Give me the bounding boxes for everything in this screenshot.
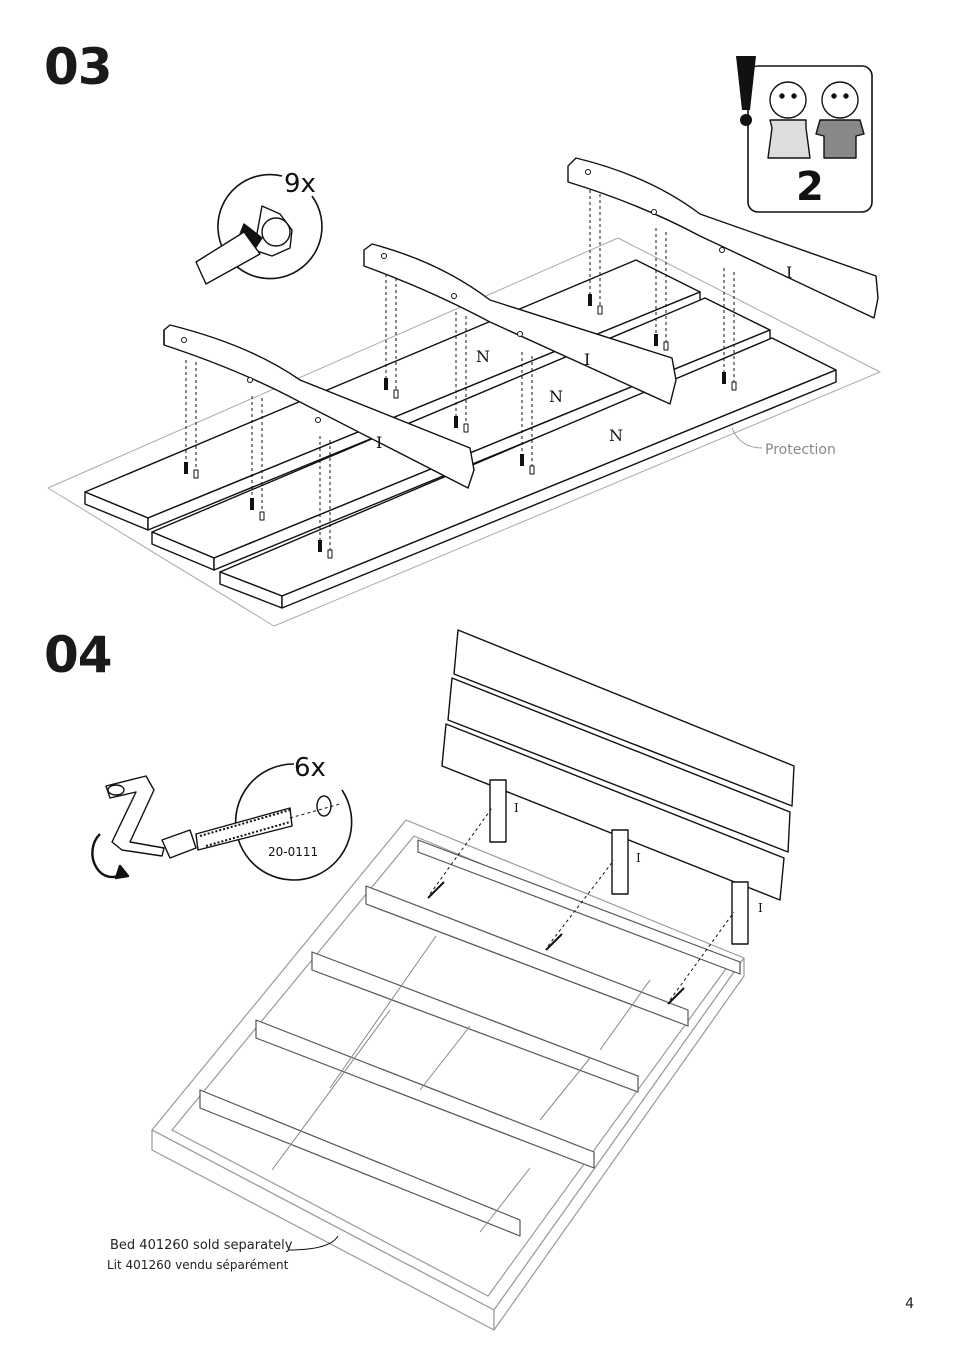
part-i-label-3: I [786, 263, 792, 282]
protection-leader [731, 427, 763, 449]
people-required-number: 2 [796, 164, 824, 210]
bed-frame [151, 819, 745, 1331]
two-people-icon [747, 65, 873, 213]
headboard-panels [441, 629, 795, 901]
bed-slats [84, 259, 837, 609]
rotate-arrow-icon [91, 833, 130, 880]
bed-frame-crossbeams [199, 839, 741, 1237]
part-i-label-4: I [514, 801, 519, 815]
part-n-label-3: N [609, 426, 623, 445]
step-03-number: 03 [44, 38, 113, 96]
warning-icon [736, 56, 756, 126]
part-i-label-6: I [758, 901, 763, 915]
bolt-code: 20-0111 [268, 845, 318, 859]
bolts [427, 881, 685, 1005]
headboard-legs [489, 779, 749, 945]
protection-label: Protection [765, 442, 836, 458]
part-i-label-1: I [376, 433, 382, 452]
bed-sold-separately-note: Bed 401260 sold separately [110, 1238, 293, 1253]
screwdriver-icon [195, 173, 323, 285]
bolt-quantity: 6x [294, 753, 326, 783]
part-i-label-5: I [636, 851, 641, 865]
screw-guides [185, 190, 735, 550]
page-number: 4 [905, 1296, 914, 1312]
screw-quantity: 9x [284, 169, 316, 199]
allen-key-icon [105, 775, 165, 857]
bent-leg-parts [163, 157, 879, 489]
bed-sold-separately-note-fr: Lit 401260 vendu séparément [107, 1258, 289, 1272]
part-i-label-2: I [584, 350, 590, 369]
part-n-label-2: N [549, 387, 563, 406]
protection-mat [47, 237, 881, 627]
note-leader [287, 1235, 339, 1251]
step-04-number: 04 [44, 626, 113, 684]
bed-frame-dividers [271, 935, 651, 1233]
part-n-label-1: N [476, 347, 490, 366]
bolt-callout [161, 763, 353, 881]
bolt-guides [429, 807, 735, 1001]
screws [184, 294, 737, 559]
